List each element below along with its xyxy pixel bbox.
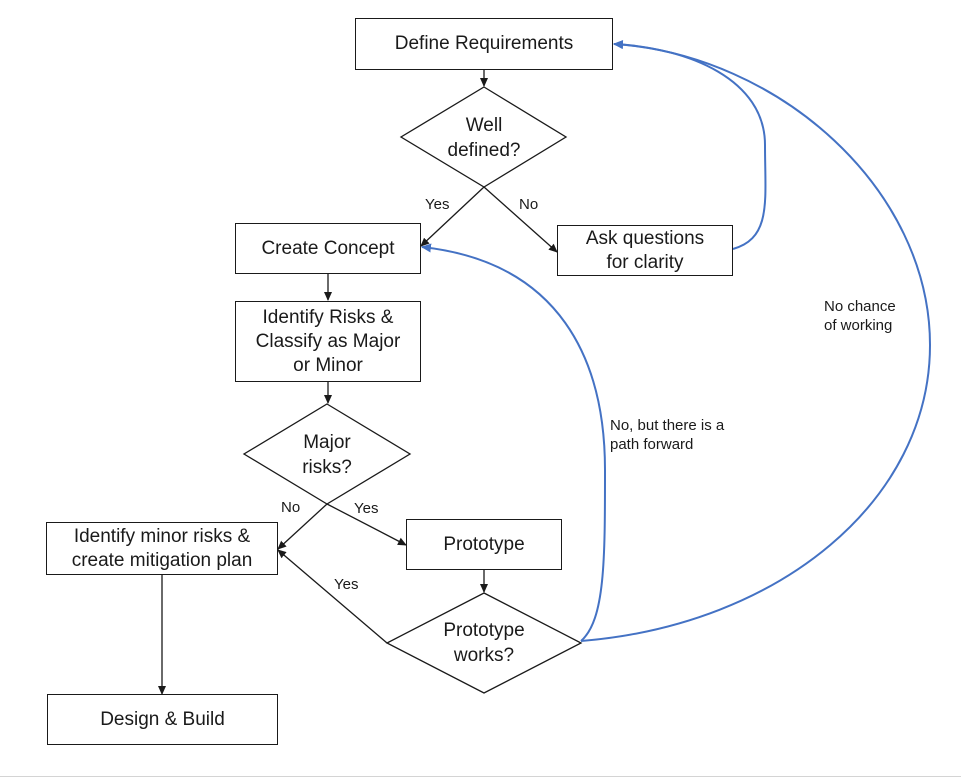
arrow-works-yes-to-minor: [277, 549, 388, 644]
label-well-defined-no: No: [519, 196, 539, 213]
label-major-no: No: [281, 499, 301, 516]
identify-minor-risks-box: Identify minor risks & create mitigation…: [46, 522, 278, 575]
arrow-major-yes-to-prototype: [326, 503, 407, 546]
label-no-chance: No chance of working: [824, 298, 896, 334]
label-major-yes: Yes: [354, 500, 379, 517]
ask-questions-box: Ask questions for clarity: [557, 225, 733, 276]
define-requirements-box: Define Requirements: [355, 18, 613, 70]
bottom-divider: [0, 776, 961, 777]
arrow-no-to-ask-questions: [483, 186, 558, 253]
label-well-defined-yes: Yes: [425, 196, 450, 213]
arrow-major-no-to-minor: [277, 503, 328, 550]
loop-no-chance-to-requirements: [580, 40, 932, 642]
create-concept-box: Create Concept: [235, 223, 421, 274]
prototype-box: Prototype: [406, 519, 562, 570]
label-path-forward: No, but there is a path forward: [610, 417, 725, 453]
label-works-yes: Yes: [334, 576, 359, 593]
prototype-works-diamond: [385, 592, 583, 694]
identify-risks-box: Identify Risks & Classify as Major or Mi…: [235, 301, 421, 382]
prototype-works-text: Prototype works?: [443, 620, 525, 666]
loop-path-forward-to-concept: [421, 243, 607, 642]
major-risks-text: Major risks?: [302, 432, 352, 478]
design-build-box: Design & Build: [47, 694, 278, 745]
well-defined-text: Well defined?: [447, 115, 521, 161]
loop-ask-questions-to-requirements: [613, 39, 767, 250]
arrow-yes-to-concept: [420, 186, 485, 247]
